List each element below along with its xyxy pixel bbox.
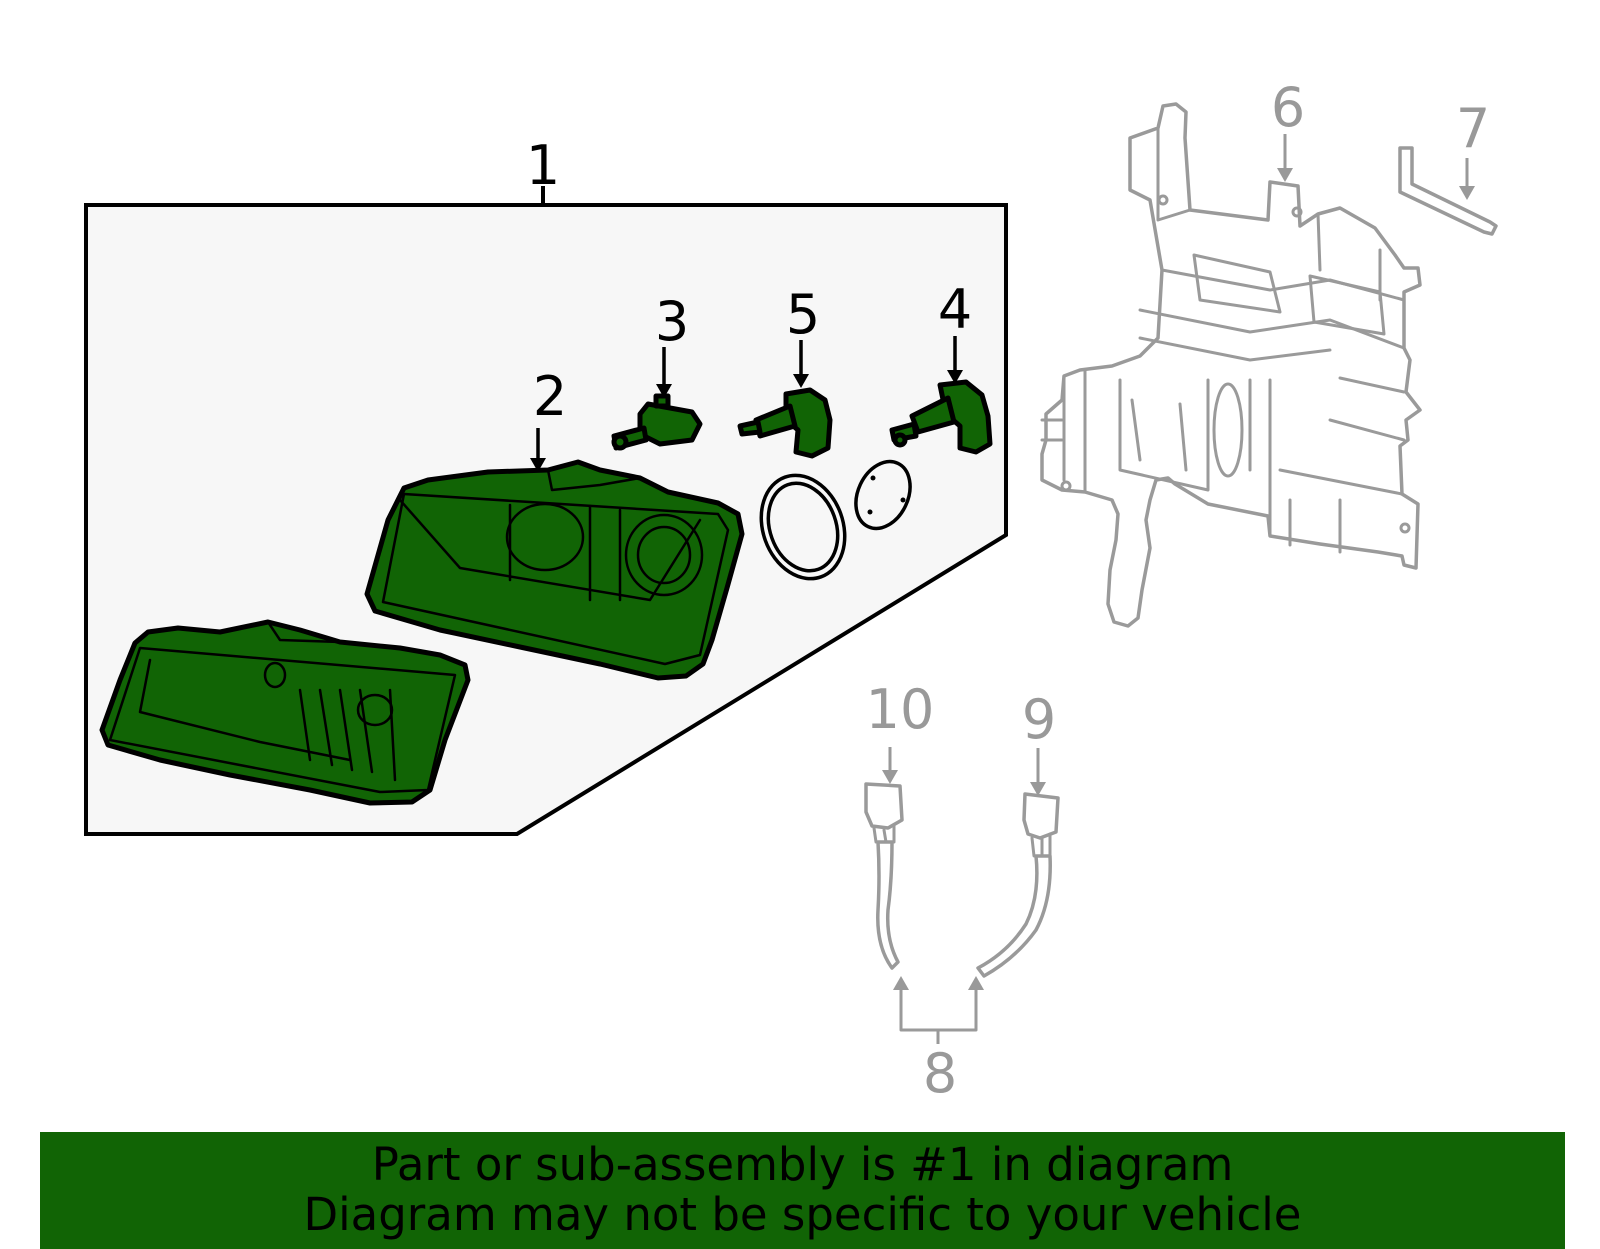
callout-5: 5 [786,283,820,346]
callout-6: 6 [1271,76,1305,139]
callout-9: 9 [1022,688,1056,751]
footer-line-2: Diagram may not be specific to your vehi… [303,1188,1302,1241]
callout-3: 3 [655,290,689,353]
harness-9 [976,792,1060,978]
socket-3 [611,393,703,451]
headlamp-right [364,459,745,681]
callout-7: 7 [1456,97,1490,160]
callout-4: 4 [938,278,972,341]
bulb-cover-small [854,459,912,531]
harness-10 [864,782,904,970]
bulb-5 [737,387,833,459]
callout-8: 8 [923,1042,957,1105]
footer-line-1: Part or sub-assembly is #1 in diagram [371,1138,1234,1191]
callout-2: 2 [533,365,567,428]
bulb-gasket-large [759,473,847,581]
headlamp-left [99,619,471,806]
footer-banner: Part or sub-assembly is #1 in diagram Di… [40,1132,1565,1249]
mounting-panel-6 [1040,102,1422,628]
bulb-4 [889,379,993,455]
callout-10: 10 [866,678,935,741]
callout-1: 1 [526,134,560,197]
rod-7 [1398,146,1498,236]
callout-8-bracket [893,976,984,1044]
